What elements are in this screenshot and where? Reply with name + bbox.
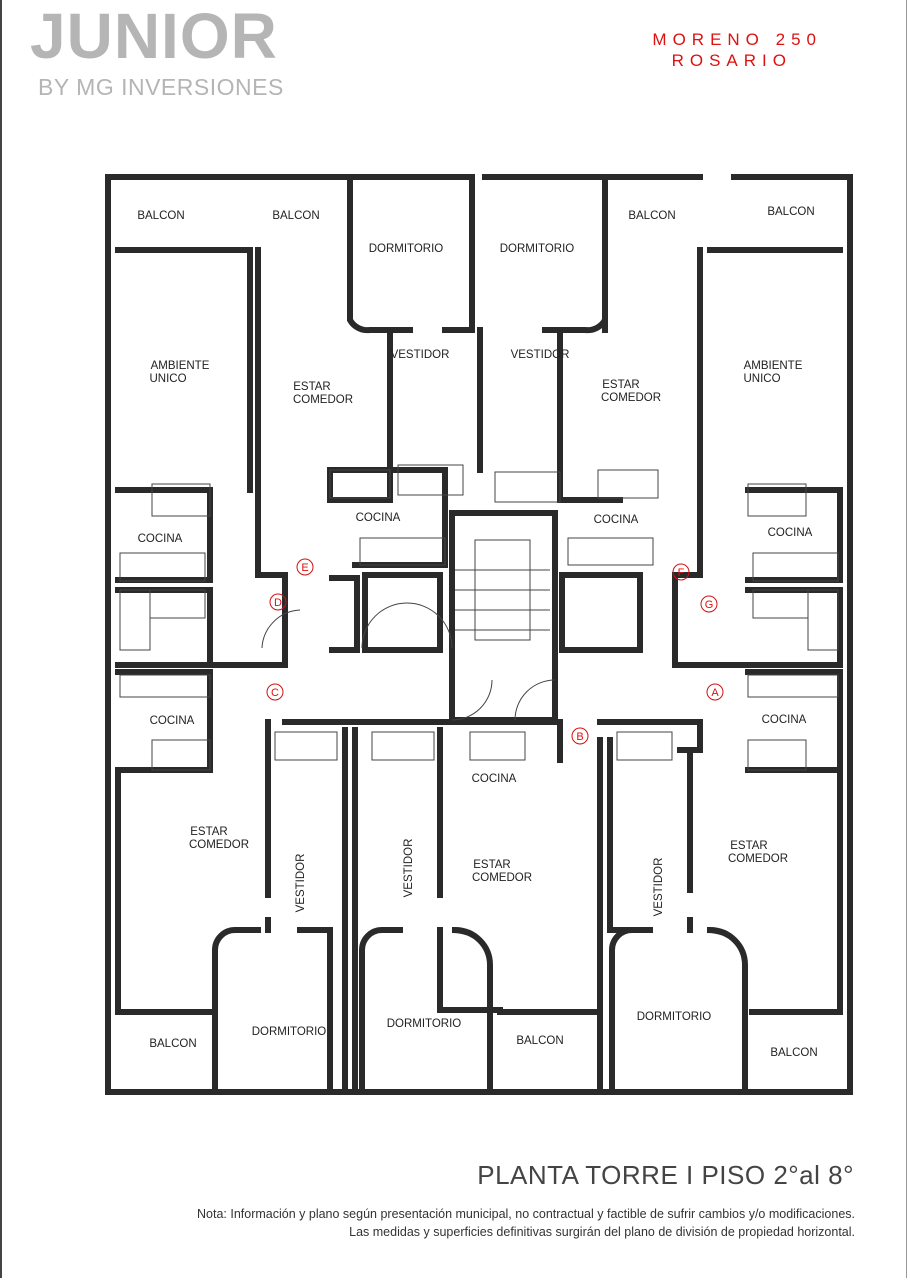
unit-letter: F bbox=[678, 567, 685, 579]
room-label-estar: ESTAR bbox=[602, 379, 640, 391]
room-label-balcon: BALCON bbox=[516, 1035, 563, 1047]
room-label-vestidor: VESTIDOR bbox=[511, 349, 570, 361]
unit-marker-g bbox=[700, 595, 718, 613]
unit-letter: G bbox=[705, 599, 714, 611]
unit-marker-c bbox=[266, 683, 284, 701]
room-label-comedor: COMEDOR bbox=[472, 872, 532, 884]
unit-letter: A bbox=[711, 687, 719, 699]
unit-marker-a bbox=[706, 683, 724, 701]
room-label-estar: ESTAR bbox=[293, 381, 331, 393]
plan-title: PLANTA TORRE I PISO 2°al 8° bbox=[477, 1160, 854, 1190]
room-label-dormitorio: DORMITORIO bbox=[369, 243, 444, 255]
room-label-estar: ESTAR bbox=[190, 826, 228, 838]
room-label-unico: UNICO bbox=[149, 373, 186, 385]
unit-letter: B bbox=[576, 731, 583, 743]
room-label-balcon: BALCON bbox=[767, 206, 814, 218]
room-label-cocina: COCINA bbox=[768, 527, 813, 539]
address-city: ROSARIO bbox=[671, 51, 792, 70]
unit-marker-e bbox=[296, 558, 314, 576]
disclaimer-line-1: Nota: Información y plano según presenta… bbox=[197, 1207, 855, 1221]
brand-tagline: BY MG INVERSIONES bbox=[38, 74, 284, 100]
room-label-dormitorio: DORMITORIO bbox=[500, 243, 575, 255]
room-label-vestidor: VESTIDOR bbox=[391, 349, 450, 361]
room-label-ambiente: AMBIENTE bbox=[151, 360, 210, 372]
brand-logo: JUNIOR bbox=[30, 0, 278, 72]
room-label-balcon: BALCON bbox=[137, 210, 184, 222]
disclaimer-line-2: Las medidas y superficies definitivas su… bbox=[349, 1225, 855, 1239]
unit-letter: E bbox=[301, 562, 308, 574]
room-label-balcon: BALCON bbox=[770, 1047, 817, 1059]
unit-letter: C bbox=[271, 687, 279, 699]
room-label-balcon: BALCON bbox=[149, 1038, 196, 1050]
room-label-unico: UNICO bbox=[743, 373, 780, 385]
room-label-vestidor: VESTIDOR bbox=[653, 858, 665, 917]
unit-letter: D bbox=[274, 597, 282, 609]
room-label-cocina: COCINA bbox=[594, 514, 639, 526]
room-label-dormitorio: DORMITORIO bbox=[252, 1026, 327, 1038]
room-label-ambiente: AMBIENTE bbox=[744, 360, 803, 372]
room-label-balcon: BALCON bbox=[628, 210, 675, 222]
address-street: MORENO 250 bbox=[652, 30, 822, 49]
room-label-cocina: COCINA bbox=[472, 773, 517, 785]
room-label-cocina: COCINA bbox=[138, 533, 183, 545]
unit-marker-f bbox=[672, 563, 690, 581]
outer-wall bbox=[105, 174, 853, 1095]
room-label-estar: ESTAR bbox=[473, 859, 511, 871]
room-label-estar: ESTAR bbox=[730, 840, 768, 852]
room-label-dormitorio: DORMITORIO bbox=[637, 1011, 712, 1023]
room-label-balcon: BALCON bbox=[272, 210, 319, 222]
room-label-comedor: COMEDOR bbox=[189, 839, 249, 851]
room-label-comedor: COMEDOR bbox=[728, 853, 788, 865]
room-label-vestidor: VESTIDOR bbox=[403, 839, 415, 898]
room-label-cocina: COCINA bbox=[762, 714, 807, 726]
room-label-dormitorio: DORMITORIO bbox=[387, 1018, 462, 1030]
room-label-comedor: COMEDOR bbox=[293, 394, 353, 406]
unit-marker-b bbox=[571, 727, 589, 745]
unit-marker-d bbox=[269, 593, 287, 611]
room-label-cocina: COCINA bbox=[356, 512, 401, 524]
room-label-comedor: COMEDOR bbox=[601, 392, 661, 404]
room-label-vestidor: VESTIDOR bbox=[295, 854, 307, 913]
room-label-cocina: COCINA bbox=[150, 715, 195, 727]
